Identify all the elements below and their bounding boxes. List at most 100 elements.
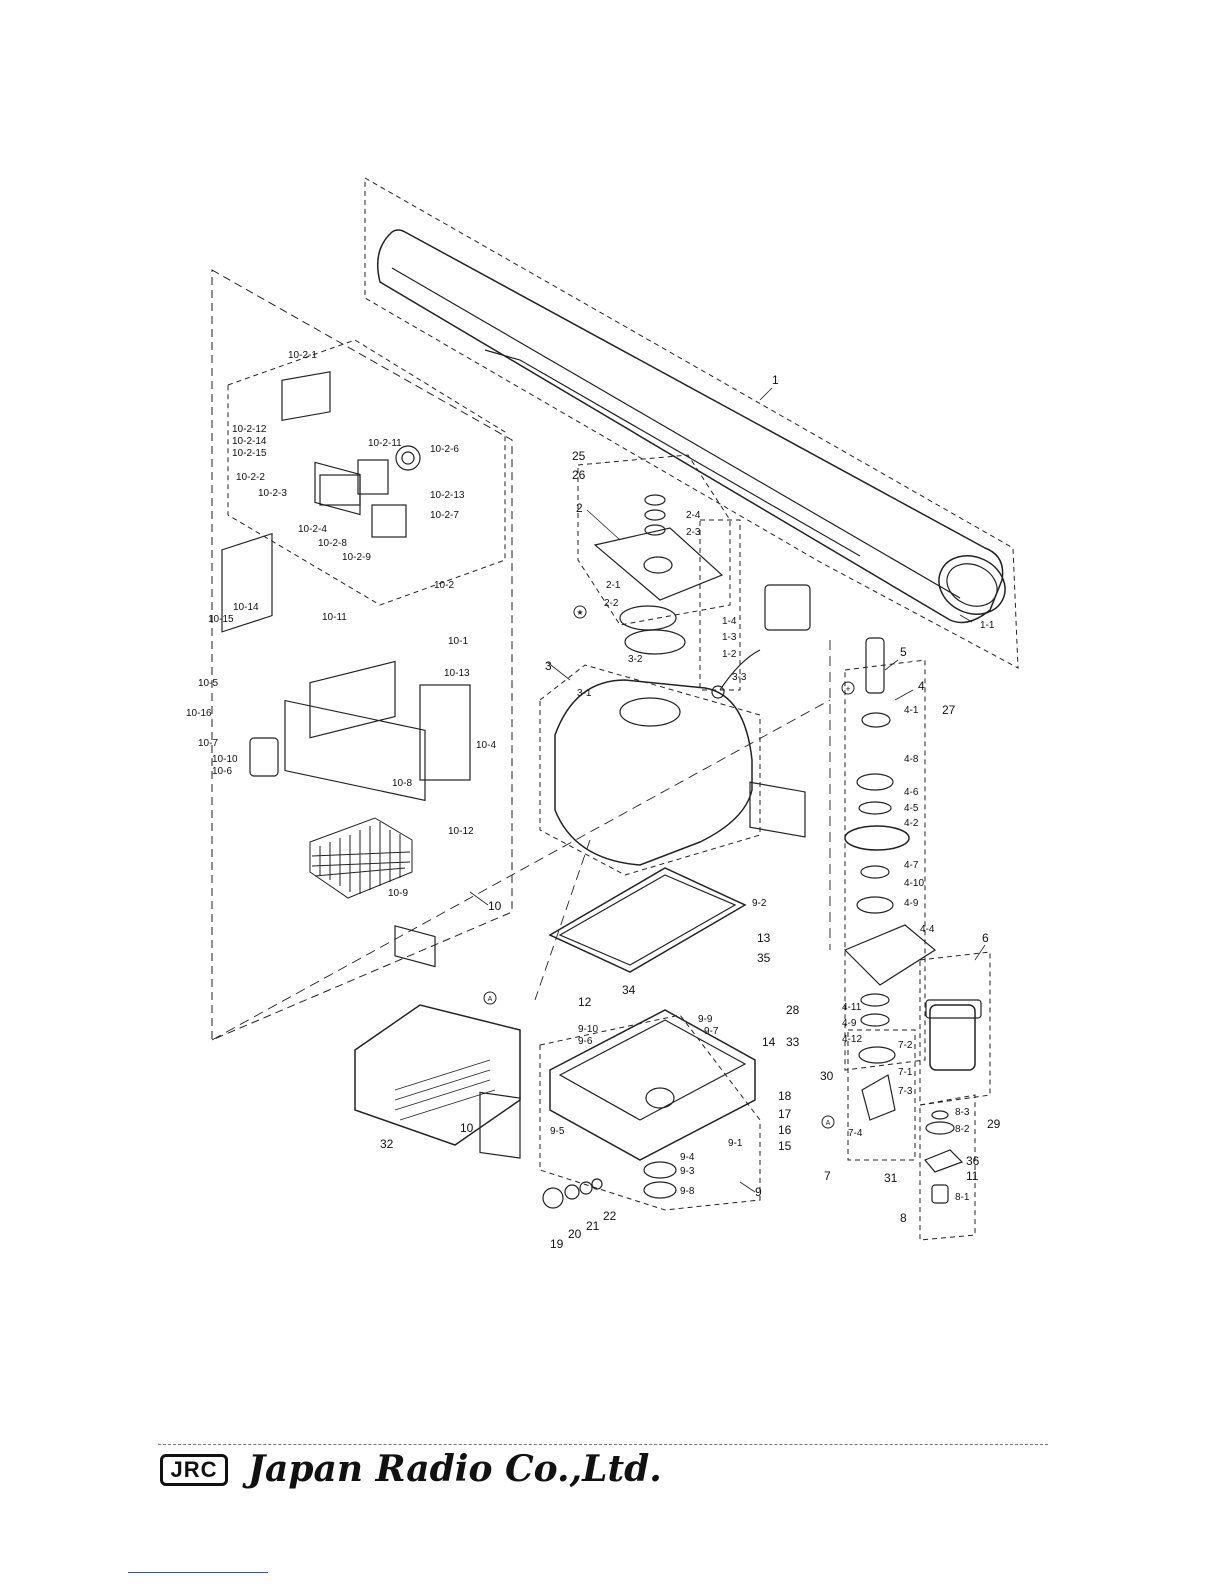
oring-2-4b: [644, 509, 666, 521]
leader-3: [546, 661, 571, 681]
marker-a-1: [483, 991, 497, 1005]
label-1-4: 1-4: [722, 616, 737, 627]
label-4: 4: [918, 679, 925, 693]
label-10-2-15: 10-2-15: [232, 448, 267, 459]
label-4-3: 4-9: [842, 1018, 857, 1029]
bottom-link-underline: [128, 1572, 268, 1573]
waveguide-block-d: [371, 504, 407, 538]
label-10-top: 10: [488, 899, 502, 913]
mesh-basket-10-9: [309, 817, 413, 899]
nut-20: [564, 1184, 580, 1200]
label-2-3: 2-3: [686, 527, 701, 538]
label-15: 15: [778, 1139, 792, 1153]
label-34: 34: [622, 983, 636, 997]
gear-plate-group-2: [577, 454, 731, 631]
transceiver-dashed-outline: [211, 269, 513, 1041]
waveguide-bracket-top: [314, 461, 361, 516]
label-10-14: 10-14: [233, 602, 259, 613]
radiator-front-ridge: [391, 267, 961, 599]
label-9-6: 9-6: [578, 1036, 593, 1047]
base-inner-rim: [558, 1019, 747, 1121]
label-10-2-2: 10-2-2: [236, 472, 265, 483]
gear-plate-2-1: [593, 527, 724, 601]
label-22: 22: [603, 1209, 617, 1223]
label-10-15: 10-15: [208, 614, 234, 625]
marker-star-label: ★: [576, 608, 583, 617]
jrc-logo-text: JRC: [170, 1457, 218, 1482]
label-10-1: 10-1: [448, 636, 468, 647]
label-20: 20: [568, 1227, 582, 1241]
leader-10: [469, 891, 489, 906]
gear-4-2: [844, 825, 910, 851]
transceiver-group-10: [211, 269, 513, 1041]
washer-21: [579, 1181, 593, 1195]
reference-markers: A A ★ +: [483, 605, 855, 1129]
waveguide-ring-inner: [401, 451, 415, 465]
leader-5: [884, 659, 899, 671]
label-7-1: 7-1: [898, 1067, 913, 1078]
label-18: 18: [778, 1089, 792, 1103]
label-10-12: 10-12: [448, 826, 474, 837]
label-13: 13: [757, 931, 771, 945]
label-19: 19: [550, 1237, 564, 1251]
base-dashed-outline: [539, 1014, 761, 1211]
label-4-7: 4-7: [904, 860, 919, 871]
marker-a-1-label: A: [488, 996, 493, 1003]
marker-plus-label: +: [845, 684, 850, 694]
waveguide-block-c: [357, 459, 389, 495]
ring-4-12: [860, 1013, 890, 1027]
motor-dashed-outline: [919, 951, 991, 1106]
label-10-9: 10-9: [388, 888, 408, 899]
motor-group-6: [919, 951, 991, 1106]
waveguide-block-a: [281, 371, 331, 421]
label-9-2: 9-2: [752, 898, 767, 909]
label-10-2-6: 10-2-6: [430, 444, 459, 455]
connector-3-3: [711, 685, 725, 699]
gear-plate-dashed-outline: [577, 454, 731, 626]
label-4-10: 4-10: [904, 878, 924, 889]
leader-4: [894, 689, 914, 701]
label-35: 35: [757, 951, 771, 965]
label-9-4: 9-4: [680, 1152, 695, 1163]
label-7-3: 7-3: [898, 1086, 913, 1097]
label-32: 32: [380, 1137, 394, 1151]
label-8-3: 8-3: [955, 1107, 970, 1118]
encoder-bracket-11: [924, 1149, 964, 1173]
gasket-9-8: [643, 1181, 677, 1199]
bearing-4-8: [856, 773, 894, 791]
base-group-9: [539, 867, 761, 1211]
basket-outline: [309, 817, 413, 899]
label-4-1: 4-1: [904, 705, 919, 716]
label-1: 1: [772, 373, 779, 387]
label-4-11: 4-11: [842, 1002, 862, 1013]
encoder-disc-8-3: [931, 1110, 949, 1120]
oring-2-4a: [644, 494, 666, 506]
label-10-2-7: 10-2-7: [430, 510, 459, 521]
assembled-transceiver-10: [354, 1004, 521, 1159]
gear-7-3: [861, 1074, 896, 1121]
label-4-12: 4-12: [842, 1034, 862, 1045]
gear-group-7: [847, 1029, 916, 1161]
label-6: 6: [982, 931, 989, 945]
base-body-9-1: [549, 1009, 756, 1161]
label-3: 3: [545, 659, 552, 673]
plate-9-3: [643, 1161, 677, 1179]
label-11: 11: [966, 1169, 979, 1183]
label-16: 16: [778, 1123, 792, 1137]
leader-9: [739, 1181, 756, 1193]
rotary-joint-group-4: [843, 637, 937, 1071]
label-10-2: 10-2: [434, 580, 454, 591]
modulator-10-4: [419, 684, 471, 781]
label-30: 30: [820, 1069, 834, 1083]
assembled-chassis: [354, 1004, 521, 1146]
label-31: 31: [884, 1171, 898, 1185]
encoder-plate-8-2: [925, 1121, 955, 1135]
label-4-4: 4-4: [920, 924, 935, 935]
bearing-4-9: [856, 896, 894, 914]
label-10-2-12: 10-2-12: [232, 424, 267, 435]
plate-10-12: [394, 925, 436, 968]
label-9-7: 9-7: [704, 1026, 719, 1037]
guide-line-cover-base: [211, 699, 831, 1041]
label-10-10: 10-10: [212, 754, 238, 765]
label-8-1: 8-1: [955, 1192, 970, 1203]
